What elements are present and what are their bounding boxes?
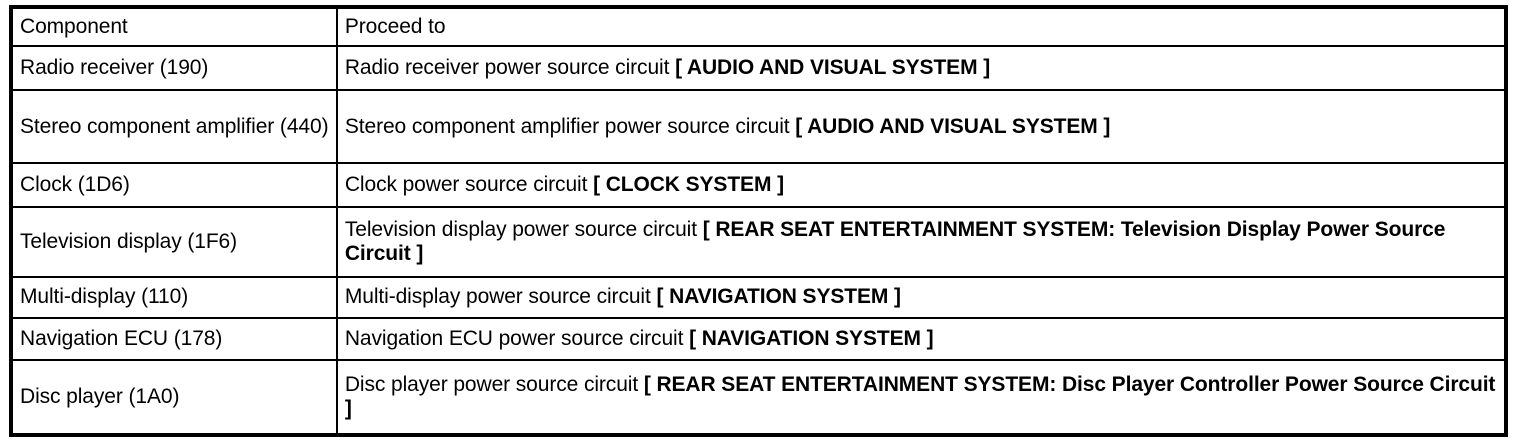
cell-proceed-to: Stereo component amplifier power source …: [335, 89, 1508, 164]
table-row: Radio receiver (190) Radio receiver powe…: [10, 44, 1508, 92]
component-name: Disc player (1A0): [20, 385, 180, 409]
proceed-reference: [ NAVIGATION SYSTEM ]: [689, 327, 934, 350]
proceed-description: Disc player power source circuit: [344, 373, 644, 397]
cell-proceed-to: Disc player power source circuit [ REAR …: [335, 359, 1508, 436]
cell-proceed-to: Clock power source circuit [ CLOCK SYSTE…: [335, 161, 1508, 209]
proceed-to-table-container: Component Proceed to Radio receiver (190…: [9, 5, 1508, 437]
component-name: Stereo component amplifier (440): [20, 114, 329, 138]
cell-component: Stereo component amplifier (440): [10, 89, 338, 164]
table-row: Television display (1F6) Television disp…: [10, 206, 1508, 278]
table-header: Component Proceed to: [10, 6, 1508, 47]
column-header-proceed-to: Proceed to: [335, 6, 1508, 47]
cell-proceed-to: Navigation ECU power source circuit [ NA…: [335, 316, 1508, 362]
component-name: Television display (1F6): [20, 230, 238, 254]
cell-proceed-to: Radio receiver power source circuit [ AU…: [335, 44, 1508, 92]
cell-component: Multi-display (110): [10, 275, 338, 319]
table-body: Radio receiver (190) Radio receiver powe…: [10, 44, 1508, 436]
table-row: Clock (1D6) Clock power source circuit […: [10, 161, 1508, 209]
cell-component: Navigation ECU (178): [10, 316, 338, 362]
proceed-description: Navigation ECU power source circuit: [344, 327, 690, 350]
proceed-reference: [ CLOCK SYSTEM ]: [593, 173, 784, 197]
cell-component: Disc player (1A0): [10, 359, 338, 436]
cell-proceed-to: Multi-display power source circuit [ NAV…: [335, 275, 1508, 319]
proceed-description: Radio receiver power source circuit: [344, 56, 676, 80]
proceed-reference: [ AUDIO AND VISUAL SYSTEM ]: [795, 114, 1111, 138]
proceed-reference: [ NAVIGATION SYSTEM ]: [656, 285, 901, 309]
component-name: Radio receiver (190): [20, 56, 209, 80]
cell-component: Clock (1D6): [10, 161, 338, 209]
cell-component: Television display (1F6): [10, 206, 338, 278]
column-header-component: Component: [10, 6, 338, 47]
table-row: Disc player (1A0) Disc player power sour…: [10, 359, 1508, 436]
table-header-row: Component Proceed to: [10, 6, 1508, 47]
proceed-description: Multi-display power source circuit: [344, 285, 657, 309]
proceed-reference: [ AUDIO AND VISUAL SYSTEM ]: [675, 56, 991, 80]
table-row: Stereo component amplifier (440) Stereo …: [10, 89, 1508, 164]
proceed-reference: [ REAR SEAT ENTERTAINMENT SYSTEM: Televi…: [344, 218, 1446, 265]
table-row: Navigation ECU (178) Navigation ECU powe…: [10, 316, 1508, 362]
table-row: Multi-display (110) Multi-display power …: [10, 275, 1508, 319]
component-name: Clock (1D6): [20, 173, 130, 197]
component-proceed-table: Component Proceed to Radio receiver (190…: [9, 5, 1508, 437]
cell-component: Radio receiver (190): [10, 44, 338, 92]
proceed-description: Television display power source circuit: [344, 218, 703, 242]
proceed-description: Clock power source circuit: [344, 173, 594, 197]
proceed-reference: [ REAR SEAT ENTERTAINMENT SYSTEM: Disc P…: [344, 373, 1496, 420]
component-name: Navigation ECU (178): [20, 327, 223, 350]
cell-proceed-to: Television display power source circuit …: [335, 206, 1508, 278]
component-name: Multi-display (110): [20, 285, 189, 309]
proceed-description: Stereo component amplifier power source …: [344, 114, 796, 138]
